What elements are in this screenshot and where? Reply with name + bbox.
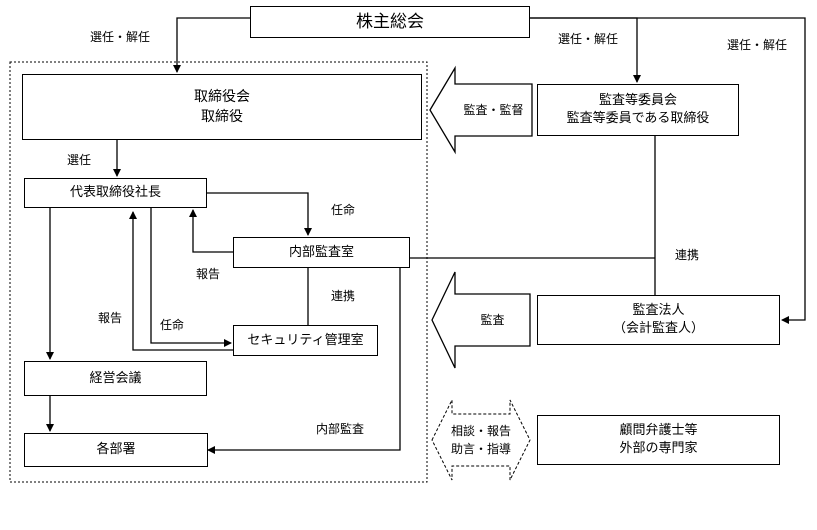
auditor-box: 監査法人 （会計監査人） — [537, 295, 780, 345]
advisors-label-1: 顧問弁護士等 — [619, 423, 698, 438]
elect-dismiss-mid-label: 選任・解任 — [558, 32, 619, 46]
audit-arrow — [431, 271, 531, 369]
elect-dismiss-left-label: 選任・解任 — [90, 30, 151, 44]
board-box: 取締役会 取締役 — [22, 74, 422, 140]
security-label: セキュリティ管理室 — [247, 332, 364, 348]
company-boundary — [9, 61, 428, 483]
audit-text: 監査 — [480, 313, 505, 327]
cooperate-auditor-label: 連携 — [675, 248, 700, 262]
departments-label: 各部署 — [96, 442, 136, 457]
cooperate-security-label: 連携 — [331, 289, 356, 303]
shareholders-meeting-label: 株主総会 — [356, 12, 424, 32]
audit-committee-label-1: 監査等委員会 — [598, 93, 677, 108]
president-box: 代表取締役社長 — [24, 178, 207, 208]
elect-label: 選任 — [67, 153, 92, 167]
internal-audit-action-label: 内部監査 — [316, 422, 365, 436]
consult-text-1: 相談・報告 — [450, 424, 511, 438]
auditor-label-1: 監査法人 — [632, 303, 685, 318]
internal-audit-box: 内部監査室 — [233, 237, 410, 268]
appoint-internal-label: 任命 — [331, 203, 356, 217]
connector-president-security — [150, 208, 232, 347]
audit-committee-label-2: 監査等委員である取締役 — [566, 111, 710, 126]
appoint-security-label: 任命 — [160, 318, 185, 332]
report-internal-label: 報告 — [196, 267, 221, 281]
board-label-1: 取締役会 — [194, 89, 250, 105]
management-meeting-box: 経営会議 — [24, 361, 207, 396]
security-box: セキュリティ管理室 — [233, 325, 378, 356]
departments-box: 各部署 — [24, 433, 208, 467]
connector-security-president — [129, 211, 233, 351]
connector-shareholders-board — [173, 17, 250, 73]
board-label-2: 取締役 — [201, 109, 243, 125]
shareholders-meeting-box: 株主総会 — [250, 6, 530, 38]
advisors-label-2: 外部の専門家 — [619, 441, 698, 456]
connector-internal-president — [189, 209, 233, 253]
president-label: 代表取締役社長 — [69, 185, 161, 200]
connector-shareholders-auditor — [530, 17, 806, 324]
consult-double-arrow — [431, 399, 531, 481]
report-left-label: 報告 — [98, 311, 123, 325]
elect-dismiss-right-label: 選任・解任 — [727, 38, 788, 52]
advisors-box: 顧問弁護士等 外部の専門家 — [537, 415, 780, 465]
auditor-label-2: （会計監査人） — [612, 321, 704, 336]
internal-audit-label: 内部監査室 — [288, 244, 354, 260]
connector-shareholders-audit-committee — [530, 17, 641, 83]
connector-president-internal — [207, 192, 312, 236]
connector-internal-departments — [207, 268, 401, 454]
consult-text-2: 助言・指導 — [450, 442, 511, 456]
audit-committee-box: 監査等委員会 監査等委員である取締役 — [537, 84, 739, 136]
audit-supervise-arrow — [429, 65, 533, 155]
consult-text: 相談・報告 助言・指導 — [440, 422, 522, 458]
management-meeting-label: 経営会議 — [89, 370, 142, 386]
audit-supervise-text: 監査・監督 — [463, 103, 524, 117]
